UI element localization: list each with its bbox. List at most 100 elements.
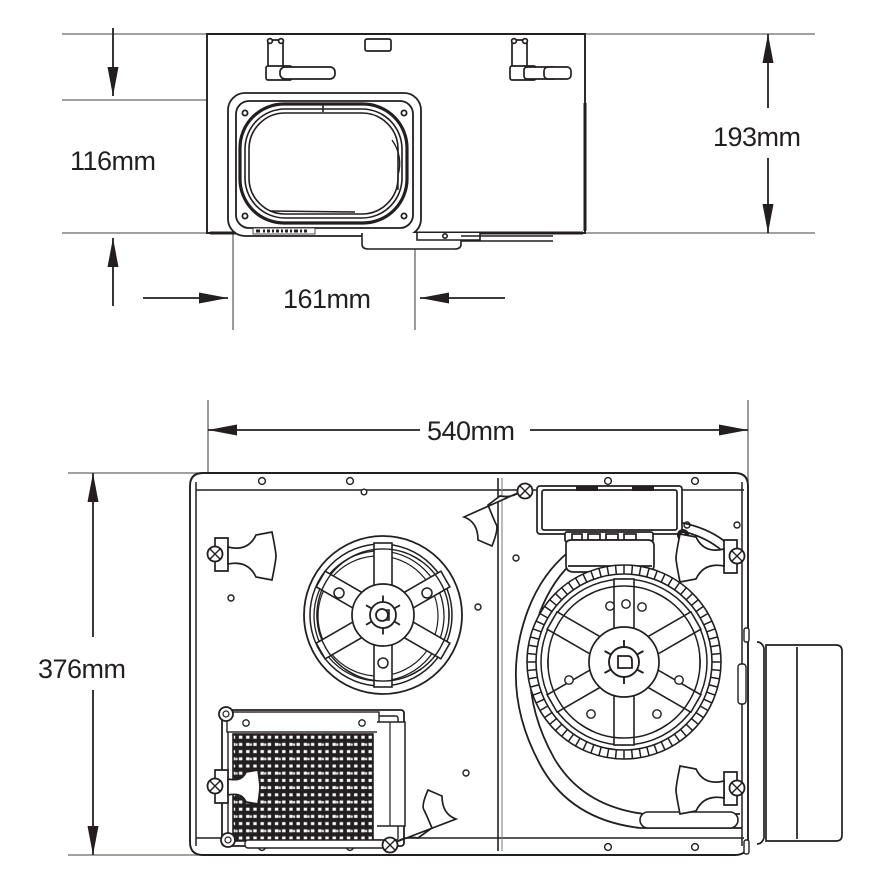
blower-blade-tooth (679, 587, 687, 596)
plan-side-slots (737, 627, 750, 855)
inlet-neck-slot-d (623, 533, 637, 541)
fan-shaft (375, 608, 389, 622)
dimension-label-116mm: 116mm (70, 146, 156, 176)
clip-tr-screw-cross (731, 550, 743, 562)
clip-tm-screw-cross (519, 485, 531, 497)
brand-plate-marks (256, 229, 307, 233)
top-plate-rect (364, 38, 392, 52)
blower-blade-tooth (673, 733, 681, 742)
blower-blade-tooth (703, 698, 713, 704)
blower-spokes (546, 578, 702, 746)
motor-cowl (565, 539, 655, 573)
panel-hole-d (462, 769, 470, 777)
blower-blade-tooth (614, 565, 618, 575)
mounting-clip-bottom-left (206, 769, 261, 805)
clip-tr-wing (675, 533, 725, 583)
flange-hole-t3 (603, 476, 613, 486)
spigot-flange-inner (235, 100, 414, 229)
flange-hole-t4 (690, 476, 700, 486)
blower-blade-tooth (667, 577, 674, 587)
blower-blade-teeth (527, 565, 721, 759)
blower-blade-tooth (549, 717, 558, 725)
inlet-neck-slot-b (587, 533, 601, 541)
clip-br-wing (675, 765, 725, 815)
fan-shaft-key (386, 609, 390, 621)
bracket-right-hole-b (521, 37, 529, 45)
blower-blade-tooth (606, 566, 610, 576)
blower-blade-tooth (660, 573, 666, 583)
blower-blade-tooth (582, 741, 588, 751)
blower-blade-tooth (598, 746, 602, 756)
duct-outlet-collar (756, 641, 765, 845)
blower-blade-tooth (530, 684, 540, 688)
blower-blade-tooth (667, 737, 674, 747)
blower-blade-tooth (549, 599, 558, 607)
dimension-label-540mm: 540mm (427, 416, 515, 446)
inlet-tab-b (632, 486, 654, 491)
filter-assembly (218, 706, 406, 849)
mounting-clip-bottom-right (675, 765, 746, 815)
blower-blade-tooth (527, 652, 537, 656)
bracket-left-arm (279, 66, 336, 80)
blower-wheel (526, 564, 722, 760)
mounting-clip-top-left (206, 531, 277, 581)
blower-blade-tooth (530, 636, 540, 640)
clip-br-screw-cross (731, 782, 743, 794)
clip-tl-wing (227, 531, 277, 581)
panel-hole-a (360, 488, 368, 496)
blower-blade-tooth (690, 717, 699, 725)
inlet-neck-slot-c (605, 533, 619, 541)
blower-balance-holes (564, 599, 684, 719)
blower-blade-tooth (673, 582, 681, 591)
blower-blade-tooth (528, 644, 538, 648)
blower-blade-tooth (708, 684, 718, 688)
flange-hole-b3 (603, 842, 613, 852)
bracket-left-hole-a (266, 37, 274, 45)
blower-blade-tooth (638, 566, 642, 576)
blower-blade-tooth (535, 620, 545, 626)
clamp-tail-curve (391, 139, 401, 190)
clip-bl-wing (227, 769, 261, 805)
filter-pivot-tl-inner (222, 710, 230, 718)
dimension-label-376mm: 376mm (38, 654, 126, 684)
side-slot-c (743, 839, 750, 855)
mounting-clip-top-mid (461, 482, 534, 548)
flange-hole-t1 (257, 476, 267, 486)
side-slot-b (743, 627, 750, 643)
bracket-left-hole-b (277, 37, 285, 45)
blower-blade-tooth (561, 728, 569, 737)
dimension-161mm: 161mm (143, 284, 505, 314)
blower-blade-tooth (590, 744, 595, 754)
panel-hole-c (474, 603, 482, 611)
plan-view: 540mm 376mm (38, 400, 843, 856)
panel-hole-b (227, 594, 235, 602)
blower-blade-tooth (544, 605, 553, 613)
blower-blade-tooth (614, 749, 618, 759)
blower-web-arcs (547, 585, 701, 739)
dimension-label-193mm: 193mm (713, 122, 801, 152)
blower-blade-tooth (710, 676, 720, 680)
fan-web-arcs (316, 548, 450, 682)
blower-blade-tooth (679, 728, 687, 737)
clip-bl-screw-cross (209, 780, 221, 792)
filter-top-rail (226, 711, 380, 733)
blower-blade-tooth (561, 587, 569, 596)
duct-outlet-right (756, 641, 843, 845)
blower-blade-tooth (630, 565, 634, 575)
blower-hub-star (604, 640, 644, 684)
blower-blade-tooth (685, 723, 694, 732)
blower-blade-tooth (646, 568, 650, 578)
blower-inlet-assembly (536, 485, 690, 573)
bracket-right-cap (543, 66, 572, 80)
inlet-neck-slot-a (571, 533, 583, 541)
blower-blade-tooth (710, 644, 720, 648)
clip-tm-wing (461, 491, 521, 548)
blower-blade-tooth (535, 698, 545, 704)
blower-shaft-keyway (617, 655, 633, 669)
mounting-bracket-right (509, 37, 572, 81)
panel-hole-g (733, 521, 741, 529)
blower-blade-tooth (590, 570, 595, 580)
mounting-clip-bottom-mid (381, 788, 459, 854)
blower-blade-tooth (527, 668, 537, 672)
flange-hole-b4 (690, 842, 700, 852)
